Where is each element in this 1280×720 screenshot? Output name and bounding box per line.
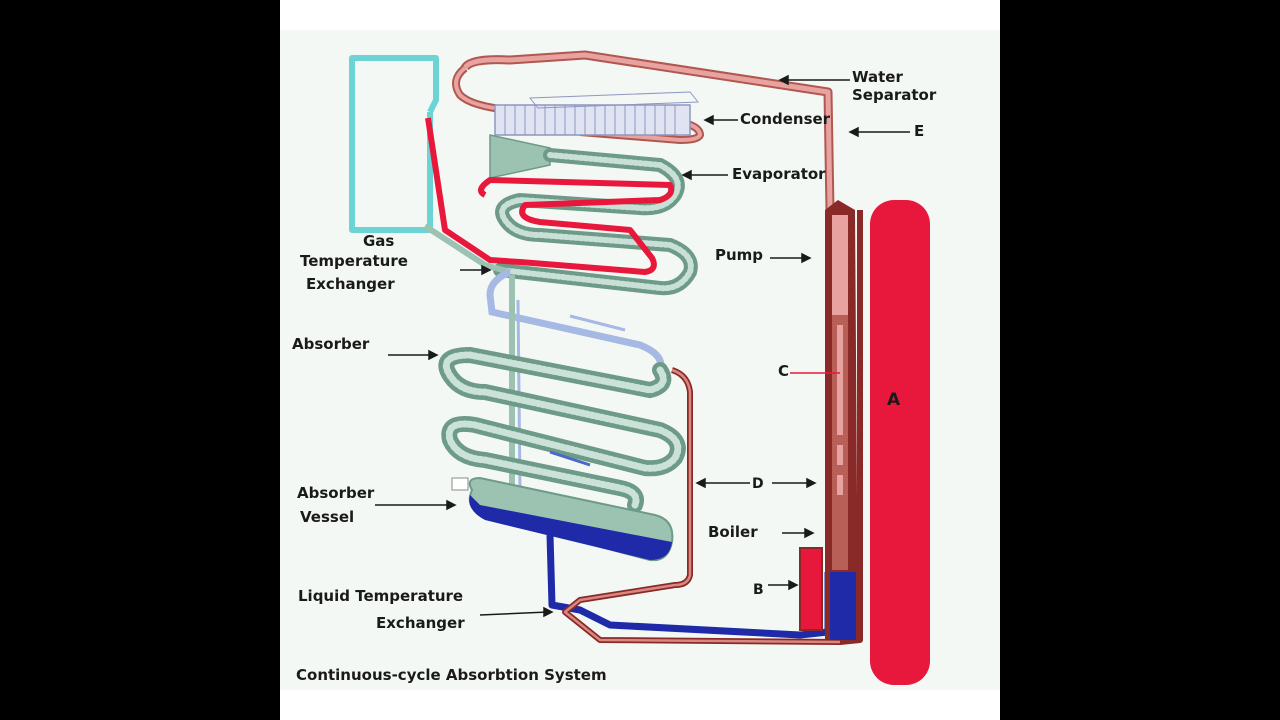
label-evaporator: Evaporator	[732, 165, 826, 183]
label-absorber-vessel-2: Vessel	[300, 508, 355, 526]
label-c: C	[778, 362, 790, 380]
heater-a	[870, 200, 930, 685]
label-e: E	[914, 122, 925, 140]
flow-arrow-top	[569, 314, 626, 332]
label-liquid-exchanger: Exchanger	[376, 614, 465, 632]
label-separator: Separator	[852, 86, 937, 104]
flow-arrow-mid	[549, 450, 591, 467]
label-gas-temperature: Temperature	[300, 252, 408, 270]
red-refrigerant-pipe	[425, 117, 675, 275]
label-arrows	[375, 74, 910, 618]
label-water: Water	[852, 68, 903, 86]
condenser-fins	[494, 91, 700, 136]
label-absorber-vessel-1: Absorber	[297, 484, 375, 502]
evaporator-inlet	[489, 134, 551, 179]
label-condenser: Condenser	[740, 110, 831, 128]
absorption-system-diagram	[280, 30, 1000, 690]
absorber-vessel	[451, 476, 674, 562]
label-a: A	[887, 390, 901, 410]
label-gas-exchanger: Exchanger	[306, 275, 395, 293]
label-pump: Pump	[715, 246, 764, 264]
absorber-coil	[438, 346, 686, 513]
label-boiler: Boiler	[708, 523, 758, 541]
label-gas: Gas	[363, 232, 395, 250]
label-d: D	[752, 476, 764, 492]
gas-exchanger-pipe	[423, 223, 511, 275]
label-liquid-temperature: Liquid Temperature	[298, 587, 464, 605]
evaporator-coil	[493, 148, 698, 296]
label-absorber: Absorber	[292, 335, 370, 353]
boiler-column	[825, 200, 858, 640]
light-blue-pipe	[486, 268, 665, 372]
diagram-frame: Water Separator Condenser E Evaporator P…	[280, 0, 1000, 720]
burner-b	[799, 547, 823, 631]
diagram-title: Continuous-cycle Absorbtion System	[296, 666, 607, 684]
label-b: B	[753, 582, 764, 598]
